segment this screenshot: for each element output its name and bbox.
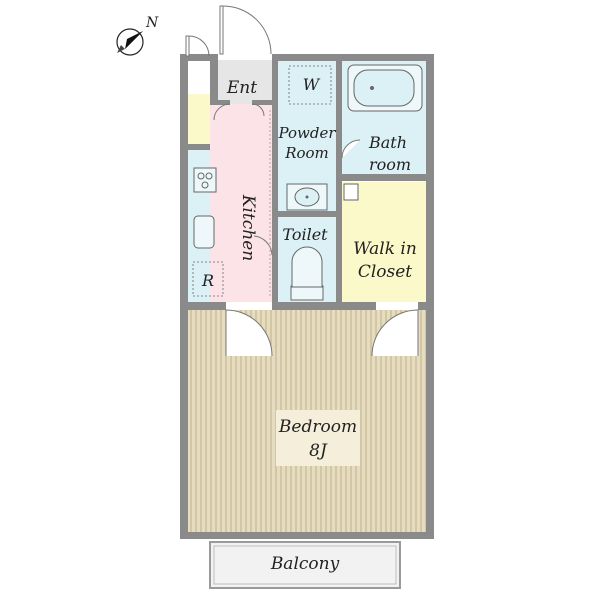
doors <box>185 5 419 357</box>
refrigerator-label: R <box>201 271 214 290</box>
closet-label-line1: Walk in <box>353 239 417 259</box>
bedroom-label-line1: Bedroom <box>278 417 357 437</box>
balcony <box>209 541 401 589</box>
toilet-icon <box>290 246 324 301</box>
bedroom-label-line2: 8J <box>309 441 328 461</box>
bedroom-label-panel <box>276 410 360 466</box>
kitchen-sink-icon <box>193 215 215 249</box>
washer-space <box>288 65 332 105</box>
compass-north-arrow-icon: N <box>116 15 159 56</box>
bathroom-label-line2: room <box>369 155 411 174</box>
entrance-label: Ent <box>226 78 257 98</box>
washbasin-icon <box>286 183 328 211</box>
washer-label: W <box>303 75 321 94</box>
kitchen-floor <box>210 104 272 302</box>
compass-north-label: N <box>145 15 159 31</box>
walls <box>180 54 434 539</box>
pipe-shaft <box>343 183 359 201</box>
powder-room-label-line1: Powder <box>277 124 336 142</box>
bathtub-icon <box>347 64 423 112</box>
powder-room-label-line2: Room <box>284 144 329 162</box>
entrance-floor <box>218 60 272 104</box>
stove-icon <box>193 167 217 193</box>
kitchen-label: Kitchen <box>238 194 258 261</box>
closet-label-line2: Closet <box>358 262 412 282</box>
shoe-closet <box>188 94 210 144</box>
walk-in-closet-floor <box>342 182 426 302</box>
bathroom-label-line1: Bath <box>368 133 407 152</box>
toilet-label: Toilet <box>282 225 328 244</box>
balcony-label: Balcony <box>270 554 340 574</box>
